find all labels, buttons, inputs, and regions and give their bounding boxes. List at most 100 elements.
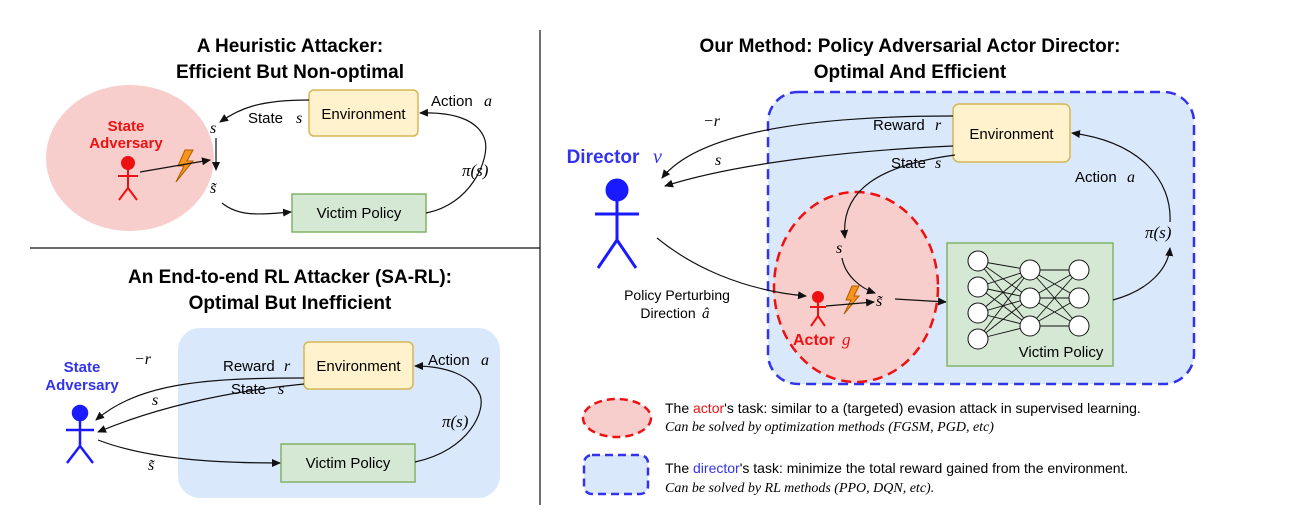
nn-node bbox=[967, 328, 989, 350]
pi-s-label: π(s) bbox=[462, 161, 489, 180]
reward-label: Reward bbox=[223, 358, 275, 375]
nn-edge bbox=[977, 269, 1031, 340]
stilde-to-victim-arrow bbox=[97, 439, 281, 467]
perturb-var: â bbox=[702, 306, 710, 322]
victim-policy-label: Victim Policy bbox=[306, 455, 391, 472]
victim-policy-label: Victim Policy bbox=[1019, 344, 1104, 361]
nn-edge bbox=[1029, 269, 1080, 327]
panel-title-line2: Optimal And Efficient bbox=[814, 62, 1007, 83]
legend-director-note: Can be solved by RL methods (PPO, DQN, e… bbox=[665, 481, 934, 496]
lightning-icon bbox=[175, 149, 195, 183]
panel-title-line2: Efficient But Non-optimal bbox=[176, 62, 404, 83]
adversary-label-line2: Adversary bbox=[89, 135, 163, 152]
actor-figure bbox=[810, 291, 826, 327]
environment-label: Environment bbox=[316, 358, 401, 375]
perturb-label-line1: Policy Perturbing bbox=[624, 287, 730, 303]
rl-region bbox=[178, 328, 500, 498]
reward-var: r bbox=[284, 358, 291, 375]
nn-edge bbox=[977, 260, 1031, 299]
state-s-actor: s bbox=[836, 240, 842, 257]
panel-title-line1: A Heuristic Attacker: bbox=[197, 36, 384, 57]
panel-title-line1: An End-to-end RL Attacker (SA-RL): bbox=[128, 267, 452, 288]
action-arrow bbox=[419, 108, 487, 214]
nn-edge bbox=[977, 260, 1031, 327]
state-s-tilde: s̃ bbox=[876, 293, 884, 310]
actor-perturb-arrow bbox=[825, 298, 875, 307]
neg-reward: −r bbox=[703, 113, 721, 130]
action-var: a bbox=[484, 93, 492, 110]
legend-actor-note: Can be solved by optimization methods (F… bbox=[665, 420, 994, 435]
state-var: s bbox=[296, 110, 302, 127]
panel-title-line2: Optimal But Inefficient bbox=[189, 293, 392, 314]
perturb-label-line2: Direction bbox=[640, 305, 695, 321]
action-label: Action bbox=[431, 93, 473, 110]
victim-policy-box bbox=[291, 193, 427, 233]
reward-var: r bbox=[935, 117, 942, 134]
legend-director-swatch bbox=[582, 453, 650, 496]
nn-node bbox=[967, 276, 989, 298]
state-s-tilde: s̃ bbox=[148, 457, 156, 474]
legend-actor-text: The actor's task: similar to a (targeted… bbox=[665, 400, 1141, 416]
state-label: State bbox=[231, 381, 266, 398]
legend-actor-swatch bbox=[581, 397, 653, 439]
state-var: s bbox=[278, 381, 284, 398]
environment-box bbox=[952, 103, 1071, 163]
adversary-label-line2: Adversary bbox=[45, 377, 119, 394]
nn-edge bbox=[977, 269, 1031, 314]
nn-node bbox=[1019, 287, 1041, 309]
victim-policy-box bbox=[280, 443, 416, 483]
action-var: a bbox=[481, 352, 489, 369]
action-label: Action bbox=[1075, 169, 1117, 186]
actor-var: g bbox=[842, 330, 851, 349]
state-label: State bbox=[891, 155, 926, 172]
adversary-label-line1: State bbox=[64, 359, 101, 376]
reward-arrow bbox=[661, 115, 954, 179]
nn-node bbox=[967, 302, 989, 324]
state-s: s bbox=[210, 120, 216, 137]
environment-box bbox=[303, 341, 414, 390]
state-s-tilde: s̃ bbox=[210, 180, 218, 197]
state-arrow bbox=[664, 145, 954, 188]
nn-node bbox=[1019, 259, 1041, 281]
nn-edge bbox=[977, 286, 1031, 327]
legend-director-text: The director's task: minimize the total … bbox=[665, 460, 1128, 476]
nn-node bbox=[967, 250, 989, 272]
state-to-actor-arrow bbox=[840, 154, 956, 239]
lightning-icon bbox=[843, 285, 861, 315]
state-s-top: s bbox=[715, 152, 721, 169]
state-adversary-figure bbox=[66, 404, 94, 464]
panel-title-line1: Our Method: Policy Adversarial Actor Dir… bbox=[700, 36, 1121, 57]
stilde-to-victim-arrow bbox=[221, 202, 292, 217]
s-to-stilde-arrow bbox=[841, 257, 876, 295]
stilde-to-victim-arrow bbox=[894, 297, 947, 306]
action-label: Action bbox=[428, 352, 470, 369]
state-var: s bbox=[935, 155, 941, 172]
action-var: a bbox=[1127, 169, 1135, 186]
pi-s-label: π(s) bbox=[1145, 223, 1172, 242]
nn-edge bbox=[977, 297, 1031, 340]
legend: The actor's task: similar to a (targeted… bbox=[581, 397, 1141, 496]
environment-label: Environment bbox=[321, 106, 406, 123]
action-arrow bbox=[1071, 130, 1171, 223]
perturb-arrow bbox=[139, 157, 211, 173]
reward-label: Reward bbox=[873, 117, 925, 134]
state-arrow bbox=[97, 383, 305, 433]
director-figure bbox=[595, 178, 639, 269]
environment-label: Environment bbox=[969, 126, 1054, 143]
director-label: Director bbox=[567, 147, 640, 168]
state-label: State bbox=[248, 110, 283, 127]
adversary-label-line1: State bbox=[108, 118, 145, 135]
reward-arrow bbox=[95, 377, 305, 421]
nn-node bbox=[1019, 315, 1041, 337]
heuristic-attacker-panel: A Heuristic Attacker: Efficient But Non-… bbox=[46, 36, 492, 233]
paad-panel: Our Method: Policy Adversarial Actor Dir… bbox=[567, 36, 1196, 386]
action-arrow bbox=[414, 362, 482, 463]
policy-out-arrow bbox=[1112, 247, 1174, 301]
environment-box bbox=[308, 89, 419, 137]
state-adversary-figure bbox=[118, 156, 138, 201]
neg-reward: −r bbox=[134, 351, 152, 368]
nn-node bbox=[1068, 259, 1090, 281]
victim-policy-label: Victim Policy bbox=[317, 205, 402, 222]
pi-s-label: π(s) bbox=[442, 412, 469, 431]
